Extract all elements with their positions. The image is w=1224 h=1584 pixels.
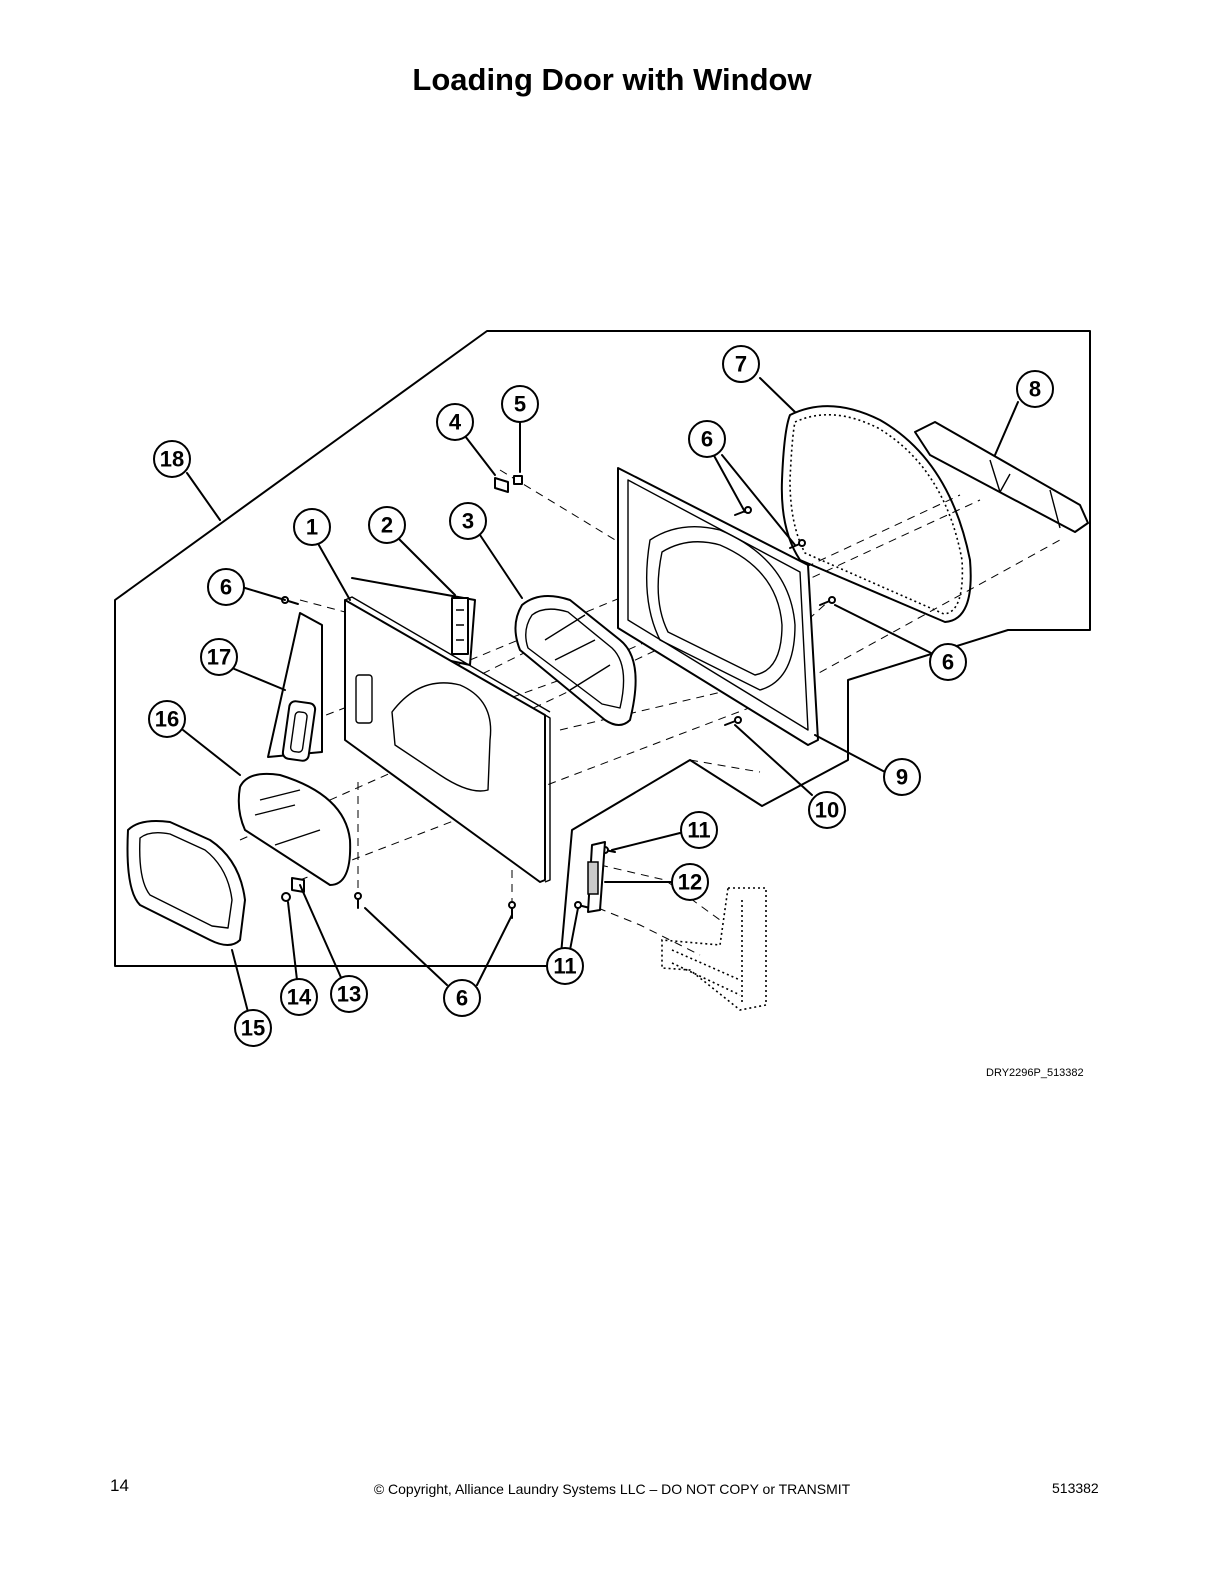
part-16-window-glass (237, 772, 352, 886)
callout-6-right: 6 (929, 643, 967, 681)
page-title: Loading Door with Window (412, 62, 812, 97)
svg-text:11: 11 (687, 818, 710, 843)
callout-16: 16 (148, 700, 186, 738)
callout-11-top: 11 (680, 811, 718, 849)
leader-lines (182, 377, 1019, 1013)
cabinet-reference (661, 887, 767, 1011)
svg-text:13: 13 (337, 982, 361, 1007)
drawing-code: DRY2296P_513382 (986, 1067, 1084, 1079)
callout-6-bottom: 6 (443, 979, 481, 1017)
callout-9: 9 (883, 758, 921, 796)
part-7-door-seal (780, 405, 972, 623)
document-number: 513382 (1052, 1480, 1099, 1496)
part-1-inner-panel (344, 599, 546, 883)
svg-text:6: 6 (456, 986, 468, 1011)
callout-18: 18 (153, 440, 191, 478)
svg-text:1: 1 (306, 515, 318, 540)
svg-text:10: 10 (815, 798, 839, 823)
callout-13: 13 (330, 975, 368, 1013)
part-9-outer-panel (617, 467, 819, 746)
callout-15: 15 (234, 1009, 272, 1047)
svg-text:2: 2 (381, 513, 393, 538)
svg-text:16: 16 (155, 707, 179, 732)
page-number: 14 (110, 1476, 129, 1495)
svg-text:5: 5 (514, 392, 526, 417)
part-3-window-frame (514, 595, 637, 726)
callout-17: 17 (200, 638, 238, 676)
svg-text:11: 11 (553, 954, 576, 979)
callout-6-left: 6 (207, 568, 245, 606)
part-1-handle-slot (355, 674, 373, 724)
callout-11-bottom: 11 (546, 947, 584, 985)
callout-1: 1 (293, 508, 331, 546)
copyright-notice: © Copyright, Alliance Laundry Systems LL… (373, 1481, 851, 1497)
svg-text:18: 18 (160, 447, 184, 472)
callout-7: 7 (722, 345, 760, 383)
svg-text:6: 6 (220, 575, 232, 600)
svg-text:8: 8 (1029, 377, 1041, 402)
callout-14: 14 (280, 978, 318, 1016)
part-9-window-opening (645, 525, 796, 691)
callout-5: 5 (501, 385, 539, 423)
callout-8: 8 (1016, 370, 1054, 408)
callout-3: 3 (449, 502, 487, 540)
part-8-door-handle (914, 421, 1089, 533)
svg-text:15: 15 (241, 1016, 265, 1041)
callout-12: 12 (671, 863, 709, 901)
fasteners (281, 475, 836, 919)
callout-10: 10 (808, 791, 846, 829)
svg-text:3: 3 (462, 509, 474, 534)
svg-text:7: 7 (735, 352, 747, 377)
part-1-window-opening (391, 682, 492, 792)
part-15-window-trim (126, 820, 246, 946)
svg-text:6: 6 (701, 427, 713, 452)
svg-text:12: 12 (678, 870, 702, 895)
svg-text:14: 14 (287, 985, 312, 1010)
part-2-latch (451, 597, 469, 655)
svg-text:4: 4 (449, 410, 462, 435)
svg-text:6: 6 (942, 650, 954, 675)
callout-2: 2 (368, 506, 406, 544)
svg-text:17: 17 (207, 645, 231, 670)
callout-4: 4 (436, 403, 474, 441)
svg-text:9: 9 (896, 765, 908, 790)
callout-6-top: 6 (688, 420, 726, 458)
